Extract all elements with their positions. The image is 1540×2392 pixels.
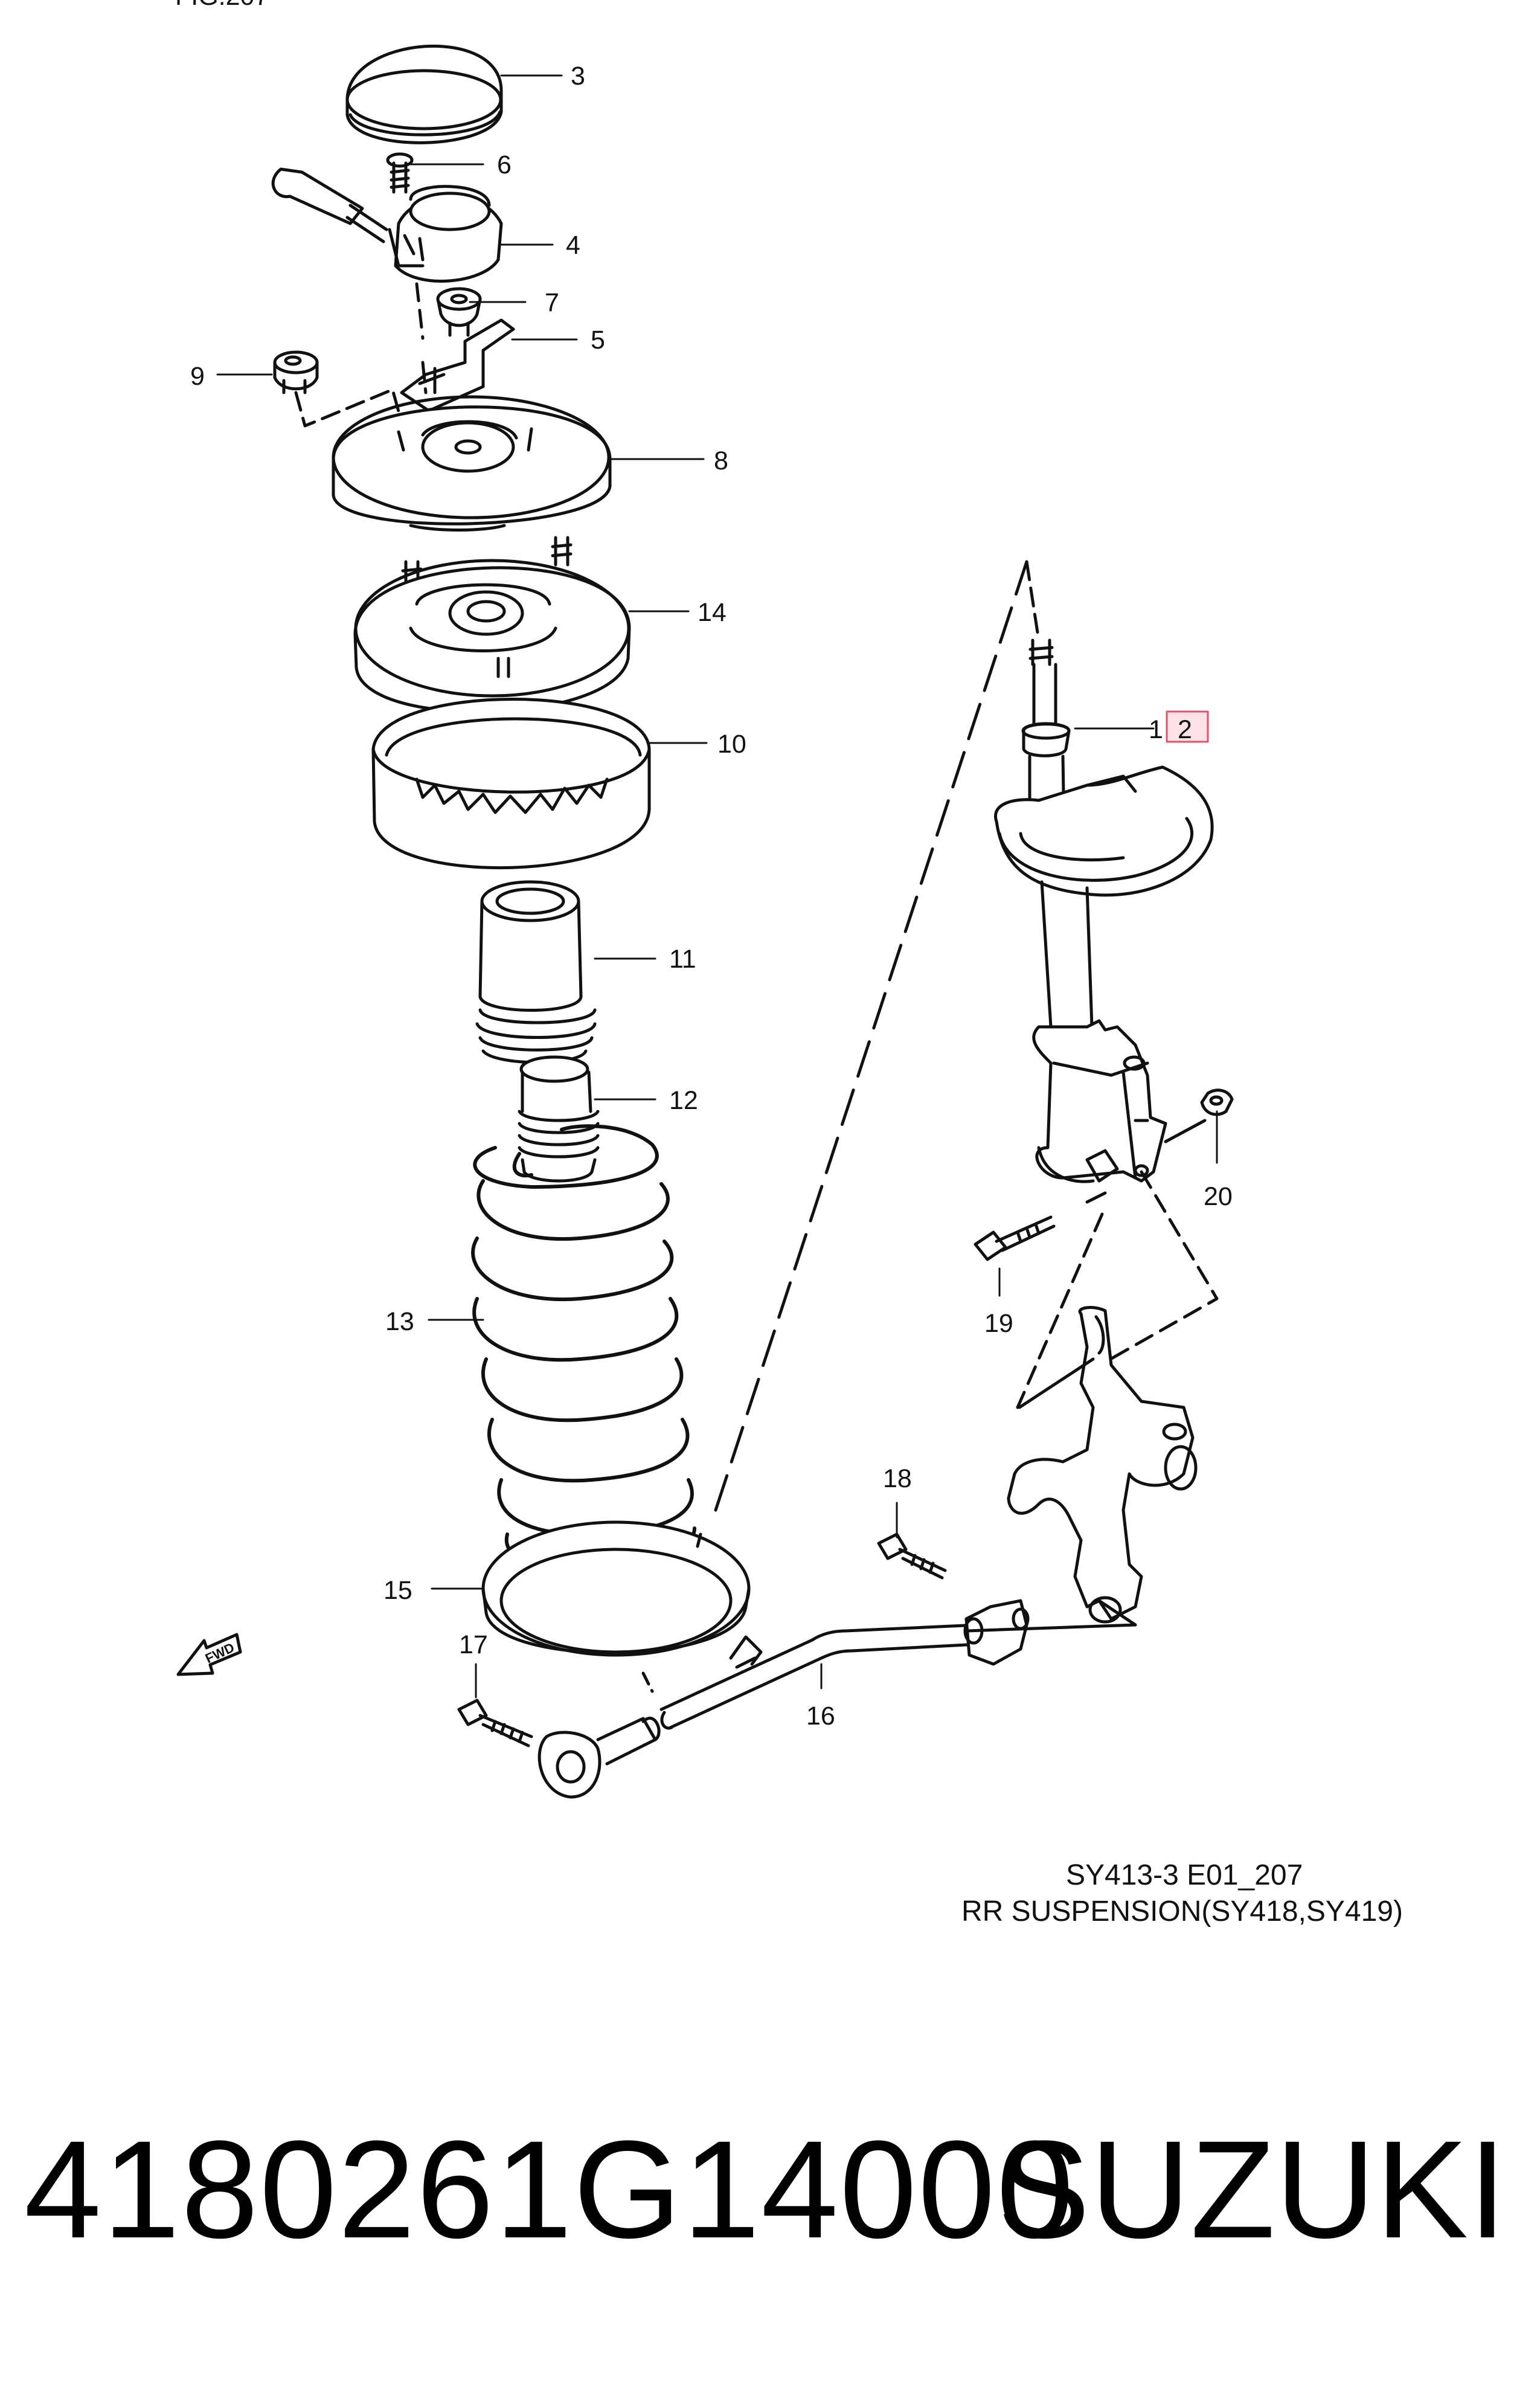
- callout-5: 5: [591, 326, 605, 355]
- mount-studs: [401, 536, 573, 588]
- part-1-2-shock-absorber: [993, 560, 1214, 1204]
- exploded-suspension-diagram: FIG.207: [175, 0, 1403, 1927]
- leader-9-to-mount: [294, 388, 405, 431]
- callout-leaders: [216, 74, 1218, 1699]
- center-line-long: [714, 560, 1028, 1512]
- part-20-nut: [1164, 1088, 1234, 1143]
- callout-15: 15: [383, 1576, 412, 1605]
- rear-knuckle: [1007, 1306, 1198, 1624]
- part-19-bolt: [974, 1215, 1056, 1261]
- fwd-direction-arrow: FWD: [176, 1633, 242, 1676]
- footer-bar: [0, 1993, 1540, 2392]
- part-9-nut: [273, 350, 319, 394]
- partial-figure-header: FIG.207: [175, 0, 269, 11]
- callout-9: 9: [190, 362, 205, 391]
- callout-6: 6: [497, 150, 512, 179]
- callout-19: 19: [984, 1309, 1013, 1338]
- callout-16: 16: [806, 1702, 835, 1731]
- callout-8: 8: [714, 446, 728, 475]
- center-line-short: [641, 1671, 654, 1693]
- leader-16-to-strut: [964, 1599, 1137, 1633]
- part-11-bump-stop: [475, 880, 597, 1064]
- brand-name: SUZUKI: [997, 2112, 1507, 2267]
- part-13-coil-spring: [471, 1124, 696, 1567]
- callout-1: 1: [1149, 715, 1163, 744]
- diagram-code: SY413-3 E01_207: [1066, 1859, 1303, 1891]
- callout-18: 18: [883, 1464, 912, 1493]
- part-number: 4180261G14000: [24, 2112, 1075, 2267]
- callout-2: 2: [1178, 715, 1192, 744]
- callout-11: 11: [669, 945, 696, 974]
- callout-20: 20: [1204, 1182, 1233, 1211]
- callout-3: 3: [571, 62, 585, 91]
- part-14-spring-seat: [353, 559, 631, 713]
- leader-bracket-to-knuckle: [1018, 1357, 1095, 1409]
- callout-17: 17: [459, 1630, 488, 1659]
- highlighted-callout-2-box[interactable]: 2: [1166, 710, 1209, 744]
- parts-diagram-panel: FIG.207: [175, 0, 1403, 1927]
- part-3-dust-cap: [345, 44, 503, 144]
- part-4-cap-with-harness: [271, 167, 503, 283]
- center-line-upper: [415, 282, 428, 394]
- callout-14: 14: [698, 598, 727, 627]
- rod-end-bushing: [963, 1599, 1030, 1666]
- callout-7: 7: [545, 288, 559, 317]
- part-15-lower-spring-seat: [481, 1520, 751, 1657]
- leader-strut-to-knuckle-right: [1103, 1170, 1219, 1364]
- part-6-screw: [386, 152, 414, 194]
- callout-13: 13: [385, 1307, 414, 1336]
- part-12-dust-boot: [518, 1055, 600, 1183]
- callout-10: 10: [717, 730, 746, 759]
- leader-strut-to-knuckle-left: [1016, 1212, 1104, 1409]
- part-7-nut: [436, 287, 482, 337]
- part-10-spring-insulator: [371, 698, 651, 870]
- part-18-bolt: [877, 1532, 947, 1580]
- part-16-lateral-rod: [537, 1623, 980, 1799]
- part-17-bolt: [457, 1699, 533, 1747]
- part-8-upper-mount: [332, 395, 612, 532]
- diagram-title: RR SUSPENSION(SY418,SY419): [961, 1895, 1403, 1927]
- callout-4: 4: [566, 231, 580, 260]
- callout-12: 12: [669, 1086, 698, 1115]
